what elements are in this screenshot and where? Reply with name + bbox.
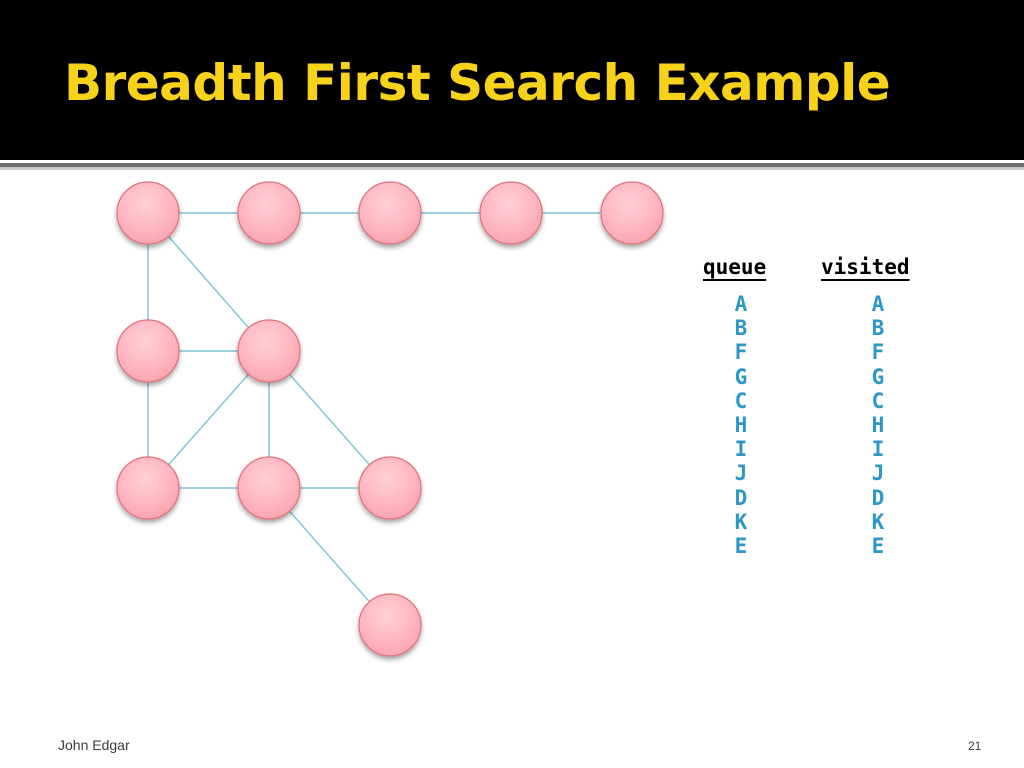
graph-node bbox=[237, 319, 301, 383]
visited-item: F bbox=[871, 340, 885, 365]
graph-node bbox=[358, 456, 422, 520]
divider-dark bbox=[0, 163, 1024, 167]
graph-node bbox=[479, 181, 543, 245]
slide-title: Breadth First Search Example bbox=[64, 54, 891, 112]
queue-header: queue bbox=[703, 255, 767, 279]
visited-header: visited bbox=[821, 255, 910, 279]
visited-item: B bbox=[871, 316, 885, 341]
queue-item: E bbox=[734, 534, 748, 559]
visited-item: A bbox=[871, 292, 885, 316]
queue-item: B bbox=[734, 316, 748, 341]
graph-node bbox=[358, 181, 422, 245]
graph-node bbox=[358, 593, 422, 657]
graph-node bbox=[116, 456, 180, 520]
graph-node bbox=[116, 181, 180, 245]
graph-node bbox=[600, 181, 664, 245]
queue-item: K bbox=[734, 509, 748, 534]
visited-item: H bbox=[871, 413, 885, 438]
footer-author: John Edgar bbox=[58, 737, 130, 753]
queue-item: F bbox=[734, 340, 748, 365]
visited-item: J bbox=[871, 461, 885, 486]
graph-node bbox=[116, 319, 180, 383]
queue-item: I bbox=[734, 437, 748, 462]
queue-item: J bbox=[734, 461, 748, 486]
visited-item: D bbox=[871, 485, 885, 510]
divider-light bbox=[0, 167, 1024, 170]
queue-item: H bbox=[734, 413, 748, 438]
visited-item: G bbox=[871, 364, 885, 389]
page-number: 21 bbox=[968, 739, 982, 753]
visited-item: E bbox=[871, 534, 885, 559]
visited-item: C bbox=[871, 388, 885, 413]
queue-item: C bbox=[734, 388, 748, 413]
visited-item: K bbox=[871, 509, 885, 534]
visited-item: I bbox=[871, 437, 885, 462]
queue-item: G bbox=[734, 364, 748, 389]
graph-nodes bbox=[116, 181, 664, 657]
title-bar: Breadth First Search Example bbox=[0, 0, 1024, 160]
graph-node bbox=[237, 456, 301, 520]
graph-node bbox=[237, 181, 301, 245]
queue-item: A bbox=[734, 292, 748, 316]
graph-edges bbox=[147, 212, 632, 626]
queue-item: D bbox=[734, 485, 748, 510]
